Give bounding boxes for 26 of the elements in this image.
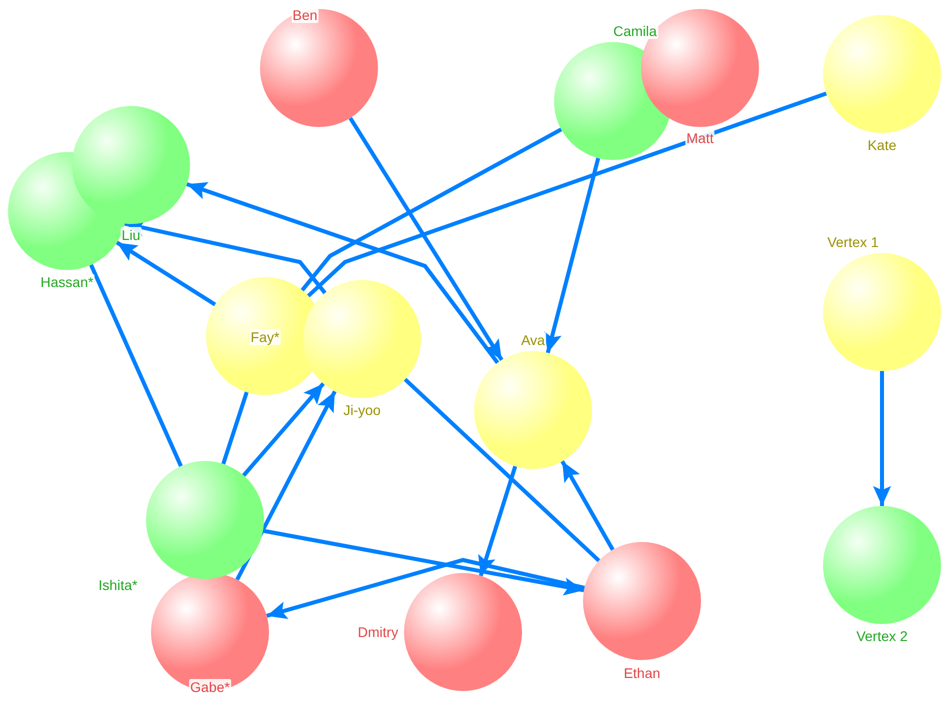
node-label: Ji-yoo	[342, 402, 382, 418]
node-label: Vertex 2	[855, 628, 909, 644]
node-label: Vertex 1	[826, 234, 880, 250]
node-label: Kate	[866, 137, 898, 153]
arrow	[560, 460, 614, 551]
arrow	[544, 158, 600, 354]
arrow	[235, 390, 337, 581]
arrow	[242, 382, 325, 477]
node-label: Fay*	[250, 329, 280, 345]
node-label: Camila	[612, 23, 658, 39]
node-label: Liu	[120, 227, 142, 243]
arrow	[116, 240, 216, 306]
node-label: Ishita*	[98, 577, 138, 593]
arrow	[266, 558, 585, 620]
node-label: Gabe*	[189, 679, 231, 695]
node-label: Ben	[292, 7, 318, 23]
arrow	[186, 182, 500, 364]
node-label: Ethan	[622, 665, 662, 681]
arrow	[262, 528, 584, 596]
arrow	[348, 116, 504, 362]
arrow	[873, 371, 891, 506]
node-label: Matt	[685, 130, 715, 146]
node-label: Dmitry	[356, 624, 400, 640]
node-label: Hassan*	[40, 274, 94, 290]
node-label: Ava	[520, 332, 546, 348]
arrow	[478, 466, 518, 576]
